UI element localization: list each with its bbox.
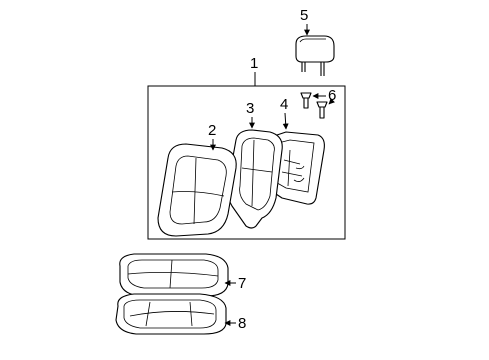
headrest-guides <box>300 92 328 119</box>
callout-2-label: 2 <box>208 122 216 139</box>
callout-2: 2 <box>208 122 216 151</box>
seat-back-assembly-box <box>147 85 346 240</box>
callout-7: 7 <box>224 275 246 292</box>
callout-6-arrow-b <box>328 98 335 105</box>
seat-back-pad <box>226 129 283 229</box>
callout-7-label: 7 <box>238 275 246 292</box>
callout-1-label: 1 <box>250 55 258 72</box>
callout-6: 6 <box>312 87 336 105</box>
callout-4-arrow <box>282 112 289 130</box>
callout-5-label: 5 <box>300 7 308 24</box>
callout-3-label: 3 <box>246 100 254 117</box>
seat-back-cover <box>157 143 237 237</box>
callout-5: 5 <box>300 7 310 36</box>
callout-4-label: 4 <box>280 96 288 113</box>
callout-4: 4 <box>280 96 289 130</box>
callout-1: 1 <box>250 55 258 86</box>
callout-8-label: 8 <box>238 315 246 332</box>
callout-3: 3 <box>246 100 255 129</box>
seat-cushion-pad <box>115 293 227 335</box>
seat-cushion-cover <box>119 253 229 297</box>
headrest <box>295 35 335 76</box>
callout-6-label: 6 <box>328 87 336 104</box>
callout-8: 8 <box>224 315 246 332</box>
